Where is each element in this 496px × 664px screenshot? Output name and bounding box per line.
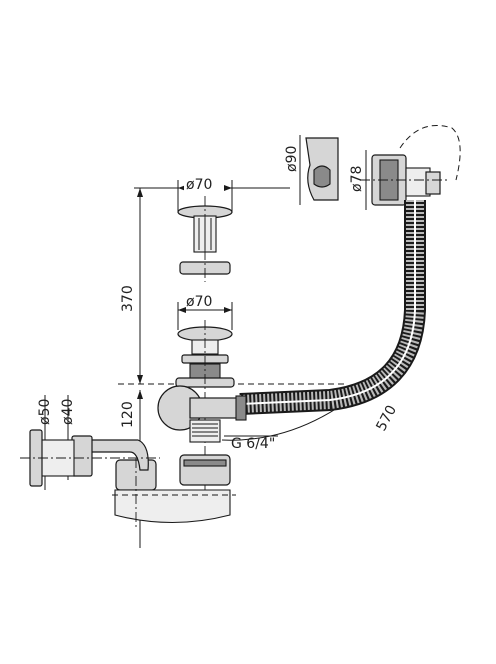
dim-label-120: 120 <box>120 401 136 428</box>
drain-plug-mid <box>175 320 235 520</box>
dim-label-d78: ø78 <box>349 166 365 192</box>
dim-label-d90: ø90 <box>284 146 300 172</box>
dim-label-370: 370 <box>120 285 136 312</box>
siphon-trap <box>112 440 236 530</box>
waste-tee <box>157 385 247 443</box>
dimension-d90: ø90 <box>284 135 301 205</box>
bath-rim-outline <box>399 125 461 181</box>
dimension-d70-top: ø70 <box>140 175 290 212</box>
dimension-d70-mid: ø70 <box>177 294 233 330</box>
outlet-elbow <box>20 429 160 487</box>
dim-label-d40: ø40 <box>60 399 76 425</box>
overflow-cover <box>305 137 339 201</box>
dim-label-d70-top: ø70 <box>186 177 212 193</box>
dim-label-570: 570 <box>373 403 400 434</box>
dim-label-d70-mid: ø70 <box>186 294 212 310</box>
thread-label-text: G 6/4" <box>231 436 275 452</box>
dimension-370: 370 <box>120 187 176 384</box>
drain-plug-top <box>177 196 233 282</box>
flexible-hose <box>239 200 426 415</box>
dim-label-d50: ø50 <box>37 399 53 425</box>
overflow-body <box>360 154 450 206</box>
thread-label: G 6/4" <box>224 435 278 452</box>
